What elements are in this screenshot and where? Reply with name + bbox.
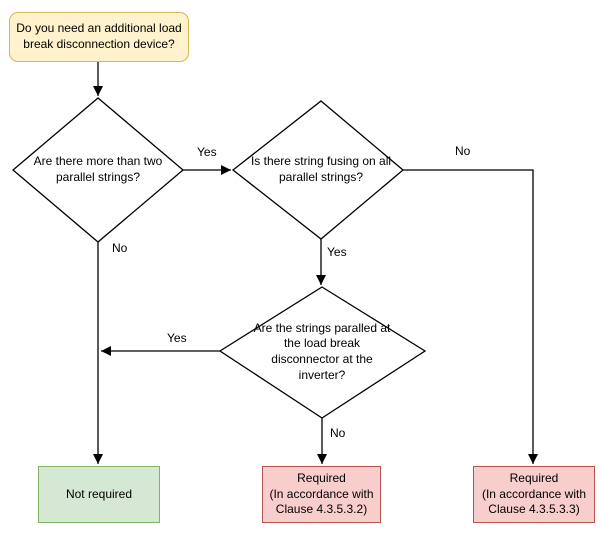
edge-label-decision1-no: No [110, 241, 130, 256]
decision3-diamond-shape [218, 286, 427, 419]
edge-label-decision2-no: No [453, 144, 473, 159]
decision1-label: Are there more than two parallel strings… [33, 154, 163, 184]
start-node: Do you need an additional load break dis… [9, 12, 189, 62]
edge-decision2-no-to-required-4-3-5-3-3 [403, 169, 538, 464]
decision2-diamond-shape [231, 100, 405, 240]
decision3-label: Are the strings paralled at the load bre… [253, 320, 391, 382]
edge-label-decision2-yes: Yes [325, 245, 349, 260]
edge-label-decision1-yes: Yes [195, 145, 219, 160]
decision1-diamond-shape [11, 97, 185, 243]
edge-label-decision3-no: No [328, 426, 348, 441]
outcome-required-clause-4-3-5-3-2-node: Required (In accordance with Clause 4.3.… [262, 466, 381, 523]
edge-label-decision3-yes: Yes [165, 331, 189, 346]
outcome-not-required-node: Not required [38, 466, 160, 523]
decision2-label: Is there string fusing on all parallel s… [250, 154, 392, 184]
outcome-required-clause-4-3-5-3-3-node: Required (In accordance with Clause 4.3.… [473, 466, 595, 523]
